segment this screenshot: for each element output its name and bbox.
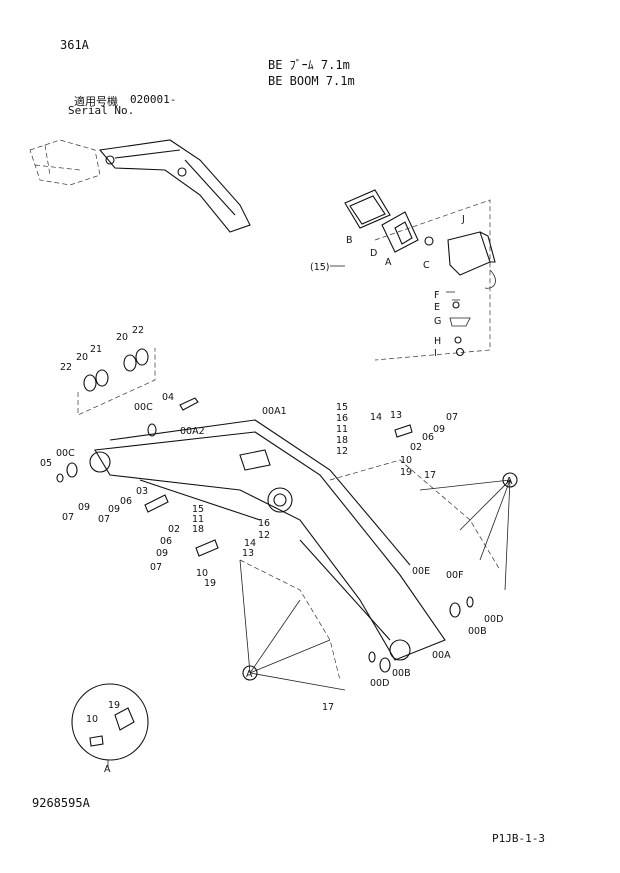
callout-10a: 10 xyxy=(196,568,208,579)
lamp-letter-b: B xyxy=(346,235,353,246)
lamp-letter-c: C xyxy=(423,260,430,271)
callout-00a1: 00A1 xyxy=(262,406,287,417)
callout-00a2: 00A2 xyxy=(180,426,205,437)
callout-15a: 15 xyxy=(192,504,204,515)
callout-17a: 17 xyxy=(424,470,436,481)
lamp-letter-j: J xyxy=(461,214,465,225)
callout-15b: 15 xyxy=(336,402,348,413)
serial-value: 020001- xyxy=(130,93,177,106)
lamp-letter-f: F xyxy=(434,290,439,301)
ref-a-circle-right xyxy=(502,472,518,488)
callout-18b: 18 xyxy=(336,435,348,446)
callout-00e: 00E xyxy=(412,566,430,577)
callout-13a: 13 xyxy=(242,548,254,559)
callout-00c-left: 00C xyxy=(56,448,75,459)
callout-07a: 07 xyxy=(62,512,74,523)
drawing-number: 9268595A xyxy=(32,796,90,810)
page-code: 361A xyxy=(60,38,89,52)
detail-ref: A xyxy=(104,764,111,775)
callout-12a: 12 xyxy=(258,530,270,541)
lamp-group-ref: (15) xyxy=(310,262,330,273)
callout-07b: 07 xyxy=(98,514,110,525)
callout-00b-bottom: 00B xyxy=(392,668,411,679)
callout-02b: 02 xyxy=(410,442,422,453)
callout-13b: 13 xyxy=(390,410,402,421)
callout-21: 21 xyxy=(90,344,102,355)
work-lamp-assembly xyxy=(330,189,496,361)
callout-06b: 06 xyxy=(160,536,172,547)
callout-20a: 20 xyxy=(76,352,88,363)
lamp-letter-i: I xyxy=(434,348,437,359)
callout-20b: 20 xyxy=(116,332,128,343)
serial-label-en: Serial No. xyxy=(68,104,135,117)
callout-00f: 00F xyxy=(446,570,464,581)
ref-a-left: A xyxy=(246,669,253,680)
callout-00b-right: 00B xyxy=(468,626,487,637)
callout-11b: 11 xyxy=(336,424,348,435)
excavator-thumbnail xyxy=(29,139,251,233)
callout-16b: 16 xyxy=(336,413,348,424)
callout-09c: 09 xyxy=(156,548,168,559)
callout-07c: 07 xyxy=(150,562,162,573)
callout-02a: 02 xyxy=(168,524,180,535)
callout-11a: 11 xyxy=(192,514,204,525)
callout-09b: 09 xyxy=(108,504,120,515)
leader-lines xyxy=(239,479,511,691)
callout-22a: 22 xyxy=(60,362,72,373)
detail-a xyxy=(71,683,149,768)
lamp-letter-e: E xyxy=(434,302,440,313)
page-reference: P1JB-1-3 xyxy=(492,832,545,845)
callout-07d: 07 xyxy=(446,412,458,423)
ref-a-circle-left xyxy=(242,665,258,681)
callout-00c-top: 00C xyxy=(134,402,153,413)
callout-03: 03 xyxy=(136,486,148,497)
callout-16a: 16 xyxy=(258,518,270,529)
callout-05: 05 xyxy=(40,458,52,469)
title-japanese: BE ﾌﾞｰﾑ 7.1m xyxy=(268,58,350,72)
boom-pins xyxy=(56,397,474,673)
callout-04: 04 xyxy=(162,392,174,403)
detail-callout-19: 19 xyxy=(108,700,120,711)
serial-label-jp: 適用号機 xyxy=(74,95,118,108)
callout-19a: 19 xyxy=(204,578,216,589)
main-boom xyxy=(89,419,501,681)
lamp-letter-g: G xyxy=(434,316,441,327)
callout-09a: 09 xyxy=(78,502,90,513)
callout-06a: 06 xyxy=(120,496,132,507)
callout-14a: 14 xyxy=(244,538,256,549)
lamp-letter-a: A xyxy=(385,257,392,268)
callout-17b: 17 xyxy=(322,702,334,713)
callout-18a: 18 xyxy=(192,524,204,535)
callout-00d-bottom: 00D xyxy=(370,678,389,689)
callout-09d: 09 xyxy=(433,424,445,435)
lamp-letter-h: H xyxy=(434,336,441,347)
ref-a-right: A xyxy=(506,476,513,487)
callout-14b: 14 xyxy=(370,412,382,423)
callout-00d-right: 00D xyxy=(484,614,503,625)
callout-00a: 00A xyxy=(432,650,451,661)
title-english: BE BOOM 7.1m xyxy=(268,74,355,88)
lamp-letter-d: D xyxy=(370,248,377,259)
callout-19b: 19 xyxy=(400,467,412,478)
callout-22b: 22 xyxy=(132,325,144,336)
callout-06c: 06 xyxy=(422,432,434,443)
washer-stack xyxy=(77,348,156,416)
callout-12b: 12 xyxy=(336,446,348,457)
detail-callout-10: 10 xyxy=(86,714,98,725)
callout-10b: 10 xyxy=(400,455,412,466)
